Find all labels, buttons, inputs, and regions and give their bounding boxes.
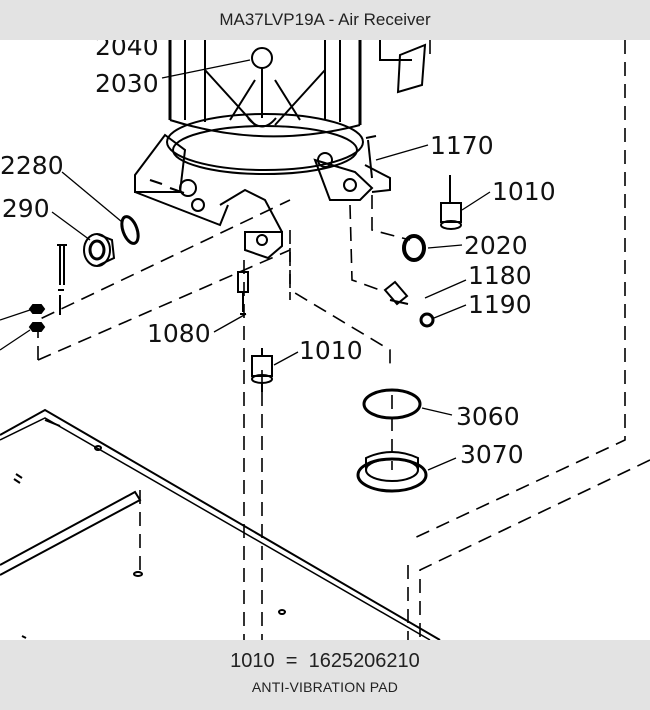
page-title: MA37LVP19A - Air Receiver xyxy=(219,10,431,29)
callout-1180[interactable]: 1180 xyxy=(468,261,532,290)
tank-drawing xyxy=(134,40,427,260)
callout-1190[interactable]: 1190 xyxy=(468,290,532,319)
title-bar: MA37LVP19A - Air Receiver xyxy=(0,0,650,40)
callout-1080[interactable]: 1080 xyxy=(147,319,211,348)
selected-part-panel: 1010 = 1625206210 ANTI-VIBRATION PAD xyxy=(0,640,650,710)
callout-2290[interactable]: 2290 xyxy=(0,194,50,223)
assembly-guide-lines xyxy=(37,40,650,640)
exploded-parts-diagram[interactable]: 2040 2030 1170 2280 1010 2290 2020 1180 … xyxy=(0,40,650,640)
callout-labels: 2040 2030 1170 2280 1010 2290 2020 1180 … xyxy=(0,40,556,469)
base-frame xyxy=(0,408,441,640)
selected-part-number: 1010 = 1625206210 xyxy=(230,650,420,672)
callout-2040[interactable]: 2040 xyxy=(95,40,159,61)
selected-part-description: ANTI-VIBRATION PAD xyxy=(251,679,399,695)
callout-2020[interactable]: 2020 xyxy=(464,231,528,260)
callout-1170[interactable]: 1170 xyxy=(430,131,494,160)
parts xyxy=(0,175,462,493)
callout-1010-lower[interactable]: 1010 xyxy=(299,336,363,365)
leader-lines xyxy=(51,59,491,471)
callout-2280[interactable]: 2280 xyxy=(0,151,64,180)
callout-2030[interactable]: 2030 xyxy=(95,69,159,98)
callout-3070[interactable]: 3070 xyxy=(460,440,524,469)
callout-1010-upper[interactable]: 1010 xyxy=(492,177,556,206)
callout-3060[interactable]: 3060 xyxy=(456,402,520,431)
